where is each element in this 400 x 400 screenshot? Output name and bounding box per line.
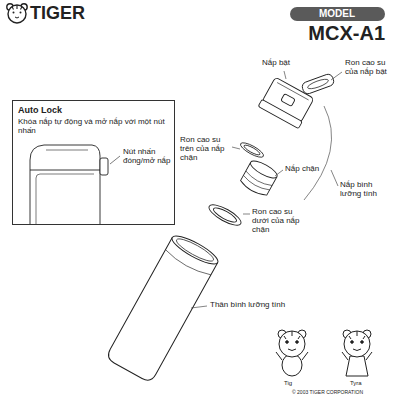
model-number: MCX-A1 [290,22,385,45]
mascot-name: Tyra [350,380,370,387]
part-name: Nút nhấn đóng/mở nắp [123,147,175,165]
inset-cap-closeup [30,145,120,225]
leader-lines [331,170,338,186]
stopper [239,158,280,198]
part-name: Ron cao su trên của nắp chặn [180,135,230,163]
leader-lines [243,214,250,215]
tiger-logo-icon [20,12,22,14]
bottle-body [169,231,221,268]
inset-body: Khóa nắp tự động và mở nắp với một nút n… [18,117,168,135]
leader-lines [275,170,283,176]
badge-text: MODEL [319,8,355,20]
mascot-tyra [344,331,370,357]
flip-lid [281,94,295,107]
mascot-tig [276,330,308,376]
part-name: Nắp bình lưỡng tính [340,180,392,198]
leader-lines [232,147,240,149]
upper-gasket [239,140,266,160]
tiger-logo-icon [13,12,15,14]
tiger-logo-icon [15,17,19,18]
tiger-logo-icon [8,5,26,23]
mascot-tig [276,352,308,360]
leader-lines [191,71,342,308]
bottle-body [105,231,221,383]
mascot-tig [279,331,305,357]
mascot-tig [284,331,300,351]
tiger-logo-icon [7,4,27,23]
inset-heading: Auto Lock [18,105,168,115]
bottle-body [164,250,211,279]
part-name: Ron cao su dưới của nắp chặn [252,207,308,235]
flip-lid-flap [307,77,330,90]
leader-lines [191,306,207,308]
lower-gasket [212,205,238,224]
inset-cap-closeup [36,174,94,225]
part-name: Nắp bật [262,58,307,67]
lower-gasket [206,201,243,229]
bottle-body [174,235,216,264]
mascot-tyra [351,341,354,344]
part-name: Thân bình lưỡng tính [210,300,320,309]
leader-lines [304,106,332,200]
part-name: Ron cao su của nắp bật [345,58,393,76]
flip-lid-flap [301,73,335,95]
mascot-tyra [349,331,365,351]
flip-lid-flap [301,73,335,95]
leader-lines [331,72,342,80]
upper-gasket [243,144,261,157]
inset-cap-closeup [100,158,108,175]
mascot-name: Tig [284,380,304,387]
tiger-logo-icon [12,5,22,10]
model-badge: MODEL [290,7,385,21]
leader-lines [284,71,286,79]
mascot-tyra [361,341,364,344]
stopper [242,171,272,193]
mascot-tig [286,341,289,344]
inset-box: Auto LockKhóa nắp tự động và mở nắp với … [12,100,175,225]
mascot-tyra [342,330,372,376]
mascot-tyra [342,352,372,360]
inset-cap-closeup [30,145,100,225]
mascot-tyra [346,356,368,376]
upper-gasket [239,140,266,160]
inset-cap-closeup [30,170,100,171]
lower-gasket [206,201,243,229]
mascot-tig [296,341,299,344]
part-name: Nắp chặn [285,164,330,173]
inset-cap-closeup [110,156,120,164]
flip-lid [258,99,302,128]
brand-logo: TIGER [30,3,100,24]
copyright-note: © 2003 TIGER CORPORATION [292,390,392,396]
inset-cap-closeup [46,150,88,151]
